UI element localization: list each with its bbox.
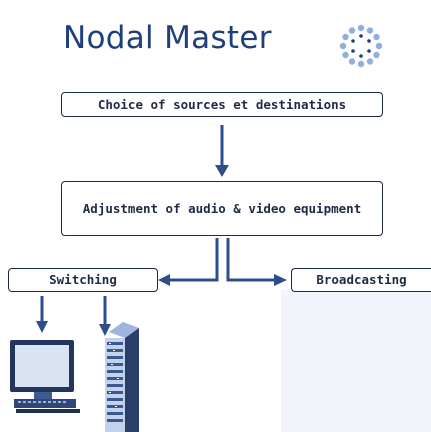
arrow-to-switching (168, 238, 219, 282)
broadcasting-label: Broadcasting (316, 272, 407, 287)
rack-server-icon (105, 322, 139, 432)
arrow-to-broadcasting (226, 238, 276, 282)
arrowhead-down-1 (36, 321, 48, 333)
broadcasting-box: Broadcasting (291, 268, 431, 292)
sources-destinations-label: Choice of sources et destinations (97, 96, 347, 112)
arrowhead-switching (158, 274, 170, 286)
computer-monitor-icon (10, 340, 80, 413)
adjustment-box: Adjustment of audio & video equipment (61, 181, 383, 236)
arrowhead-broadcasting (274, 274, 287, 286)
nodal-logo-icon (339, 24, 383, 68)
switching-label: Switching (49, 272, 117, 287)
adjustment-label: Adjustment of audio & video equipment (82, 200, 362, 216)
switching-box: Switching (8, 268, 158, 292)
arrowhead-down-2 (99, 324, 111, 336)
page-title: Nodal Master (63, 20, 272, 56)
arrowhead-adjust (215, 165, 229, 177)
broadcasting-panel (281, 290, 431, 432)
sources-destinations-box: Choice of sources et destinations (61, 92, 383, 117)
